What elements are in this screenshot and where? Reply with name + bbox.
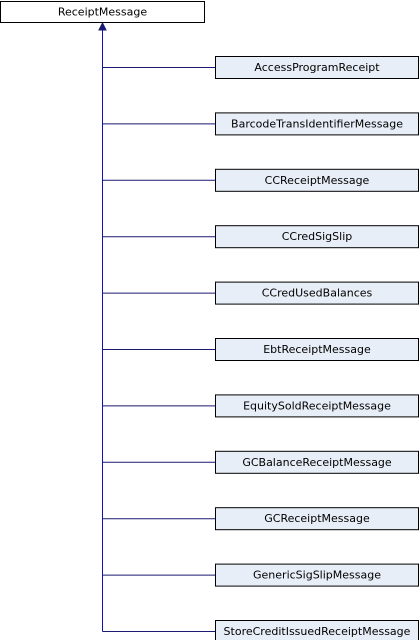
class-node-c-cred-used-balances[interactable]: CCredUsedBalances bbox=[215, 281, 419, 305]
class-node-barcode-trans-identifier-message[interactable]: BarcodeTransIdentifierMessage bbox=[215, 112, 419, 136]
class-label: GCBalanceReceiptMessage bbox=[242, 456, 392, 469]
class-node-receipt-message[interactable]: ReceiptMessage bbox=[0, 1, 205, 23]
class-node-equity-sold-receipt-message[interactable]: EquitySoldReceiptMessage bbox=[215, 394, 419, 418]
class-box bbox=[215, 112, 419, 136]
class-label: ReceiptMessage bbox=[58, 6, 148, 19]
class-node-gc-receipt-message[interactable]: GCReceiptMessage bbox=[215, 507, 419, 531]
class-node-store-credit-issued-receipt-message[interactable]: StoreCreditIssuedReceiptMessage bbox=[215, 620, 419, 640]
class-node-gc-balance-receipt-message[interactable]: GCBalanceReceiptMessage bbox=[215, 450, 419, 474]
class-label: EquitySoldReceiptMessage bbox=[243, 399, 391, 412]
class-label: CCReceiptMessage bbox=[265, 174, 370, 187]
class-label: GCReceiptMessage bbox=[264, 512, 370, 525]
class-box bbox=[215, 620, 419, 640]
class-box bbox=[215, 225, 419, 249]
class-box bbox=[215, 450, 419, 474]
class-node-cc-receipt-message[interactable]: CCReceiptMessage bbox=[215, 168, 419, 192]
class-box bbox=[215, 563, 419, 587]
class-label: StoreCreditIssuedReceiptMessage bbox=[224, 625, 411, 638]
inheritance-arrowhead bbox=[98, 21, 107, 31]
class-label: BarcodeTransIdentifierMessage bbox=[231, 117, 403, 130]
class-label: GenericSigSlipMessage bbox=[253, 569, 381, 582]
class-label: EbtReceiptMessage bbox=[263, 343, 371, 356]
class-box bbox=[215, 56, 419, 79]
class-node-generic-sig-slip-message[interactable]: GenericSigSlipMessage bbox=[215, 563, 419, 587]
class-node-ebt-receipt-message[interactable]: EbtReceiptMessage bbox=[215, 338, 419, 361]
class-box bbox=[215, 338, 419, 361]
class-box bbox=[0, 1, 205, 23]
class-box bbox=[215, 507, 419, 531]
class-label: CCredSigSlip bbox=[282, 230, 353, 243]
class-node-access-program-receipt[interactable]: AccessProgramReceipt bbox=[215, 56, 419, 79]
class-box bbox=[215, 281, 419, 305]
class-label: AccessProgramReceipt bbox=[254, 61, 380, 74]
inheritance-edges bbox=[98, 21, 216, 632]
class-label: CCredUsedBalances bbox=[262, 287, 373, 300]
class-box bbox=[215, 394, 419, 418]
class-node-c-cred-sig-slip[interactable]: CCredSigSlip bbox=[215, 225, 419, 249]
class-box bbox=[215, 168, 419, 192]
